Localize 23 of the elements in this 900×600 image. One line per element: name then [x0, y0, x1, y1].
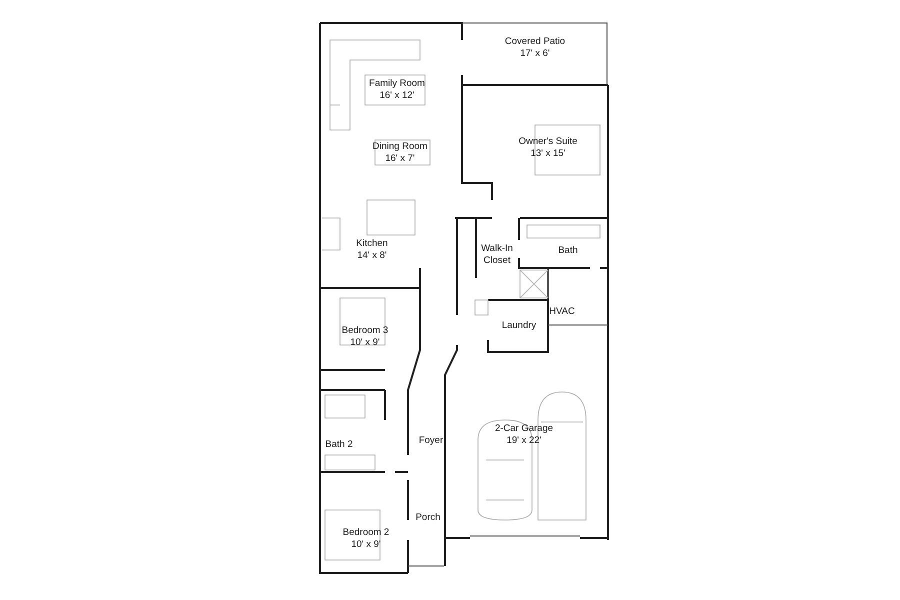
room-name: HVAC — [549, 306, 575, 318]
room-name: Family Room — [369, 78, 425, 90]
room-dimensions: 19' x 22' — [506, 435, 542, 447]
room-dimensions: 16' x 7' — [385, 153, 415, 165]
room-dimensions: 14' x 8' — [357, 250, 387, 262]
room-name: Laundry — [502, 320, 536, 332]
room-name: Bedroom 3 — [342, 325, 388, 337]
room-name: Covered Patio — [504, 36, 566, 48]
room-name: Kitchen — [356, 238, 388, 250]
room-dimensions: 10' x 9' — [351, 539, 381, 551]
room-name: Walk-In Closet — [480, 243, 514, 267]
room-dimensions: 10' x 9' — [350, 337, 380, 349]
room-dimensions: 16' x 12' — [380, 90, 414, 102]
room-name: Foyer — [418, 435, 444, 447]
room-name: Dining Room — [372, 141, 428, 153]
room-name: Bath 2 — [325, 439, 353, 451]
room-name: 2-Car Garage — [494, 423, 554, 435]
room-dimensions: 17' x 6' — [520, 48, 550, 60]
room-name: Bedroom 2 — [342, 527, 390, 539]
room-name: Owner's Suite — [518, 136, 578, 148]
room-dimensions: 13' x 15' — [530, 148, 566, 160]
room-name: Porch — [416, 512, 440, 524]
room-name: Bath — [558, 245, 578, 257]
